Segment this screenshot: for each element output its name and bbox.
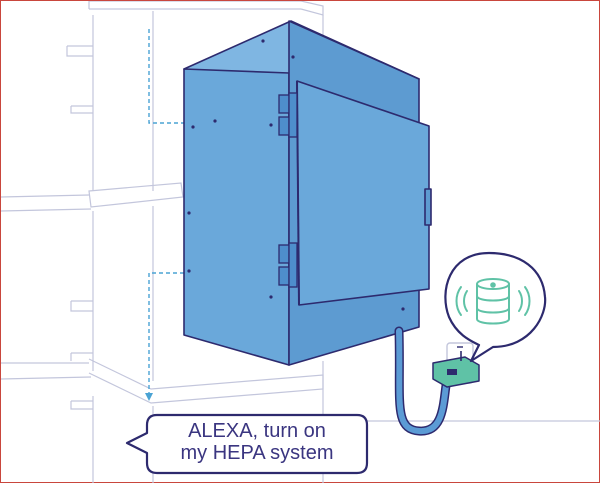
power-hose [394,326,452,436]
smart-plug-icon [432,346,480,388]
speech-line-2: my HEPA system [180,442,334,464]
speech-line-1: ALEXA, turn on [188,420,326,442]
smart-speaker-icon [455,278,531,325]
speech-bubble [125,413,369,475]
door-hinges [278,92,298,288]
airflow-arrows [148,29,224,399]
cabinet-screws [187,39,405,311]
speaker-thought-bubble [444,251,547,363]
hepa-unit [183,20,432,366]
speech-bubble-text: ALEXA, turn on my HEPA system [151,420,363,464]
